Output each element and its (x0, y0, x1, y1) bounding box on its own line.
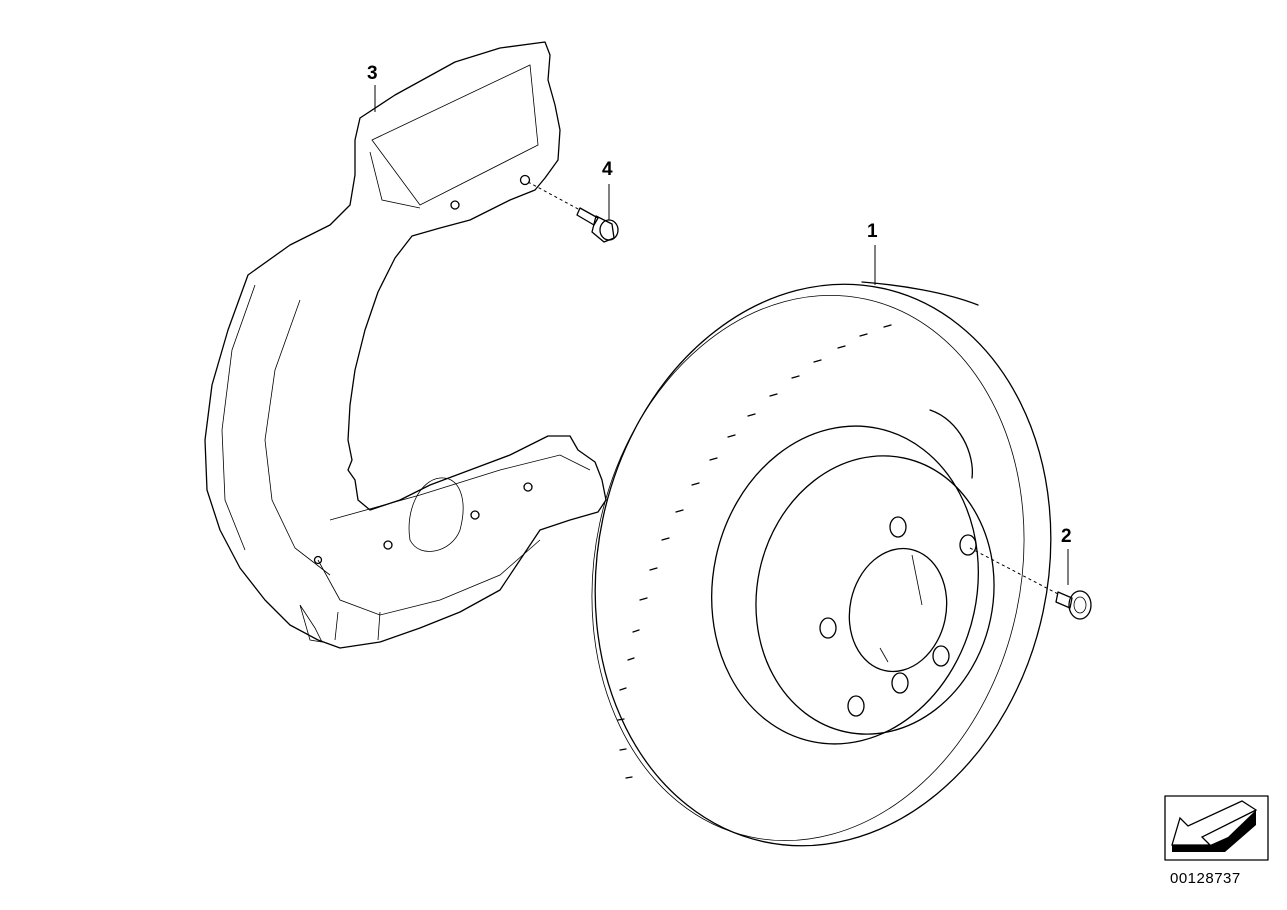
view-direction-arrow-icon (1164, 795, 1269, 861)
callout-3: 3 (367, 63, 378, 84)
drawing-number: 00128737 (1170, 870, 1241, 887)
leader-lines (374, 85, 1069, 596)
callout-2: 2 (1061, 526, 1072, 547)
brake-dust-shield (204, 41, 607, 649)
shield-mounting-bolt (576, 207, 619, 243)
callout-1: 1 (867, 221, 878, 242)
brake-disc (591, 281, 1052, 847)
disc-locating-screw (1055, 590, 1092, 620)
callout-4: 4 (602, 159, 613, 180)
